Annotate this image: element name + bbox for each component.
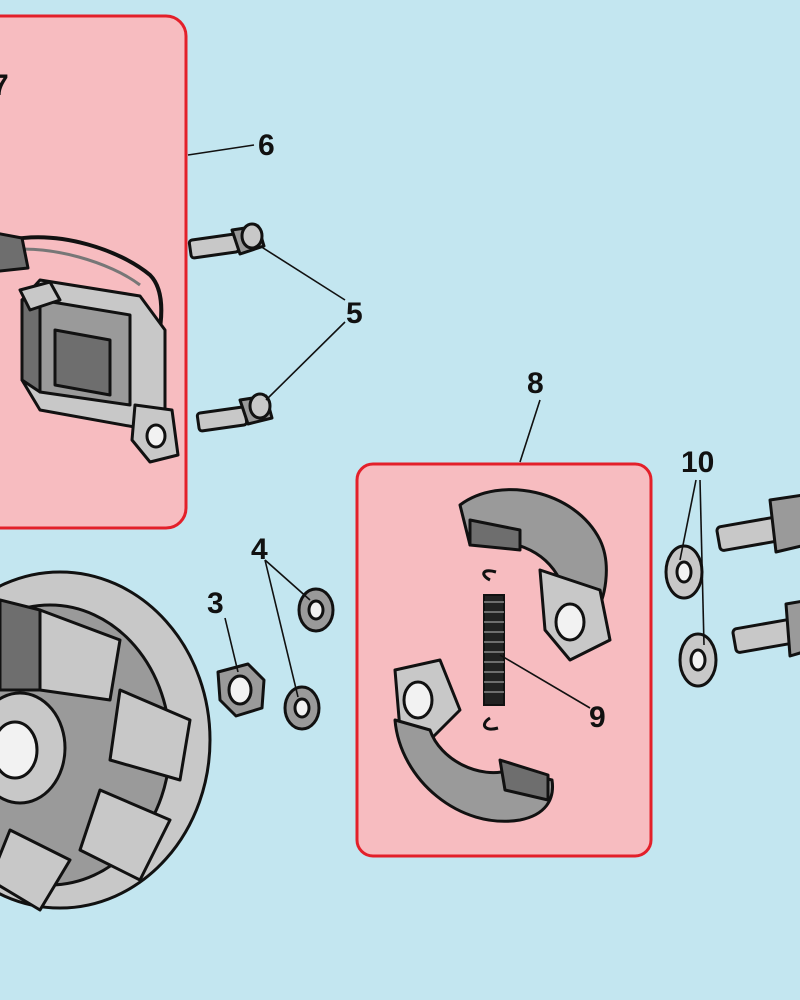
callout-6: 6 [258, 129, 275, 162]
clutch-spring [482, 569, 505, 731]
callout-4: 4 [251, 533, 268, 566]
ignition-coil-part [0, 232, 180, 464]
callout-8: 8 [527, 367, 544, 400]
shoulder-bolt-lower [731, 600, 800, 658]
callout-3: 3 [207, 587, 224, 620]
leader-lines [187, 144, 705, 709]
screw-upper [187, 222, 266, 260]
callout-7: 7 [0, 69, 9, 102]
screw-lower [195, 392, 274, 433]
callout-9: 9 [589, 701, 606, 734]
shoulder-bolt-upper [715, 493, 800, 554]
flywheel-part [0, 570, 212, 912]
washer-lower [283, 685, 321, 731]
washer-10-lower [678, 632, 718, 688]
washer-upper [297, 587, 335, 633]
nut-part [216, 662, 266, 718]
washer-10-upper [664, 544, 704, 600]
clutch-shoe-lower [393, 658, 555, 823]
callout-5: 5 [346, 297, 363, 330]
clutch-shoe-upper [458, 488, 612, 662]
callout-10: 10 [681, 446, 714, 479]
